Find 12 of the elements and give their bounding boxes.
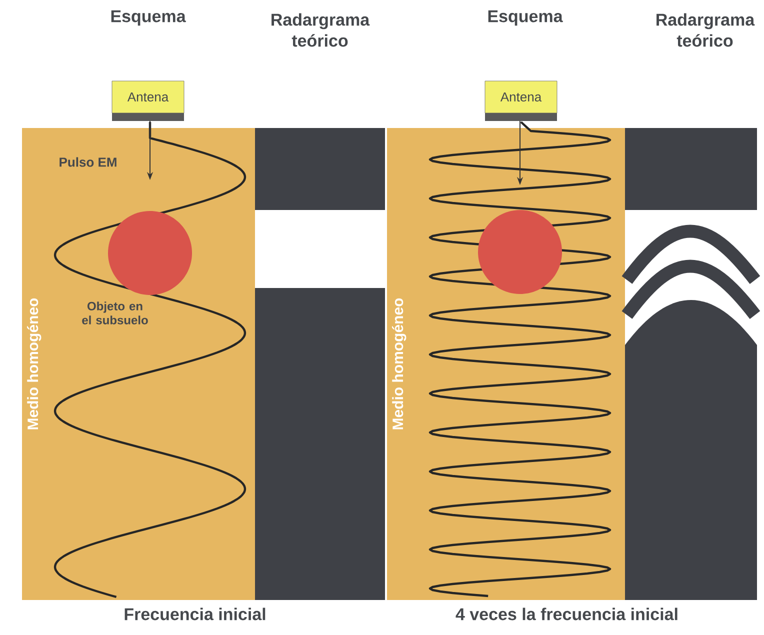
pulse-label: Pulso EM: [60, 157, 116, 167]
object-label: Objeto en el subsuelo: [82, 302, 148, 324]
heading: Radargrama teórico: [656, 13, 755, 47]
object-circle: [108, 211, 192, 295]
antenna-box: Antena: [484, 80, 558, 121]
heading: Esquema: [111, 10, 186, 26]
caption: Frecuencia inicial: [124, 608, 266, 620]
caption: 4 veces la frecuencia inicial: [456, 608, 678, 620]
object-circle: [478, 210, 562, 294]
antenna-box: Antena: [112, 80, 184, 121]
heading: Esquema: [488, 10, 563, 26]
heading: Radargrama teórico: [272, 13, 370, 47]
